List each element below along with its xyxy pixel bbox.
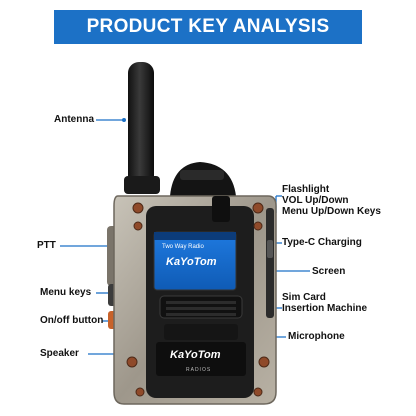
label-menu-keys: Menu keys (40, 287, 92, 298)
antenna (124, 62, 160, 194)
body-sub-brand: RADIOS (186, 367, 212, 373)
screen-brand: KaYoTom (166, 256, 217, 268)
body-brand-logo: KaYoTom (170, 349, 221, 361)
speaker-grille (159, 295, 243, 340)
label-typec: Type-C Charging (282, 237, 362, 248)
label-antenna: Antenna (54, 114, 94, 125)
label-simcard-line1: Sim Card (282, 292, 326, 303)
label-vol: VOL Up/Down (282, 195, 349, 206)
label-onoff: On/off button (40, 315, 104, 326)
flashlight-switch[interactable] (212, 196, 230, 222)
label-ptt: PTT (37, 240, 56, 251)
screws (126, 202, 270, 397)
page-title: PRODUCT KEY ANALYSIS (86, 16, 330, 37)
label-flashlight: Flashlight (282, 184, 330, 195)
screen-caption: Two Way Radio (162, 244, 204, 250)
logo-panel (156, 342, 246, 376)
screen (153, 231, 237, 291)
label-menu-updown: Menu Up/Down Keys (282, 206, 381, 217)
label-screen: Screen (312, 266, 346, 277)
label-microphone: Microphone (288, 331, 345, 342)
label-simcard-line2: Insertion Machine (282, 303, 368, 314)
label-speaker: Speaker (40, 348, 79, 359)
page-title-banner: PRODUCT KEY ANALYSIS (54, 10, 362, 44)
top-knob (170, 162, 236, 196)
